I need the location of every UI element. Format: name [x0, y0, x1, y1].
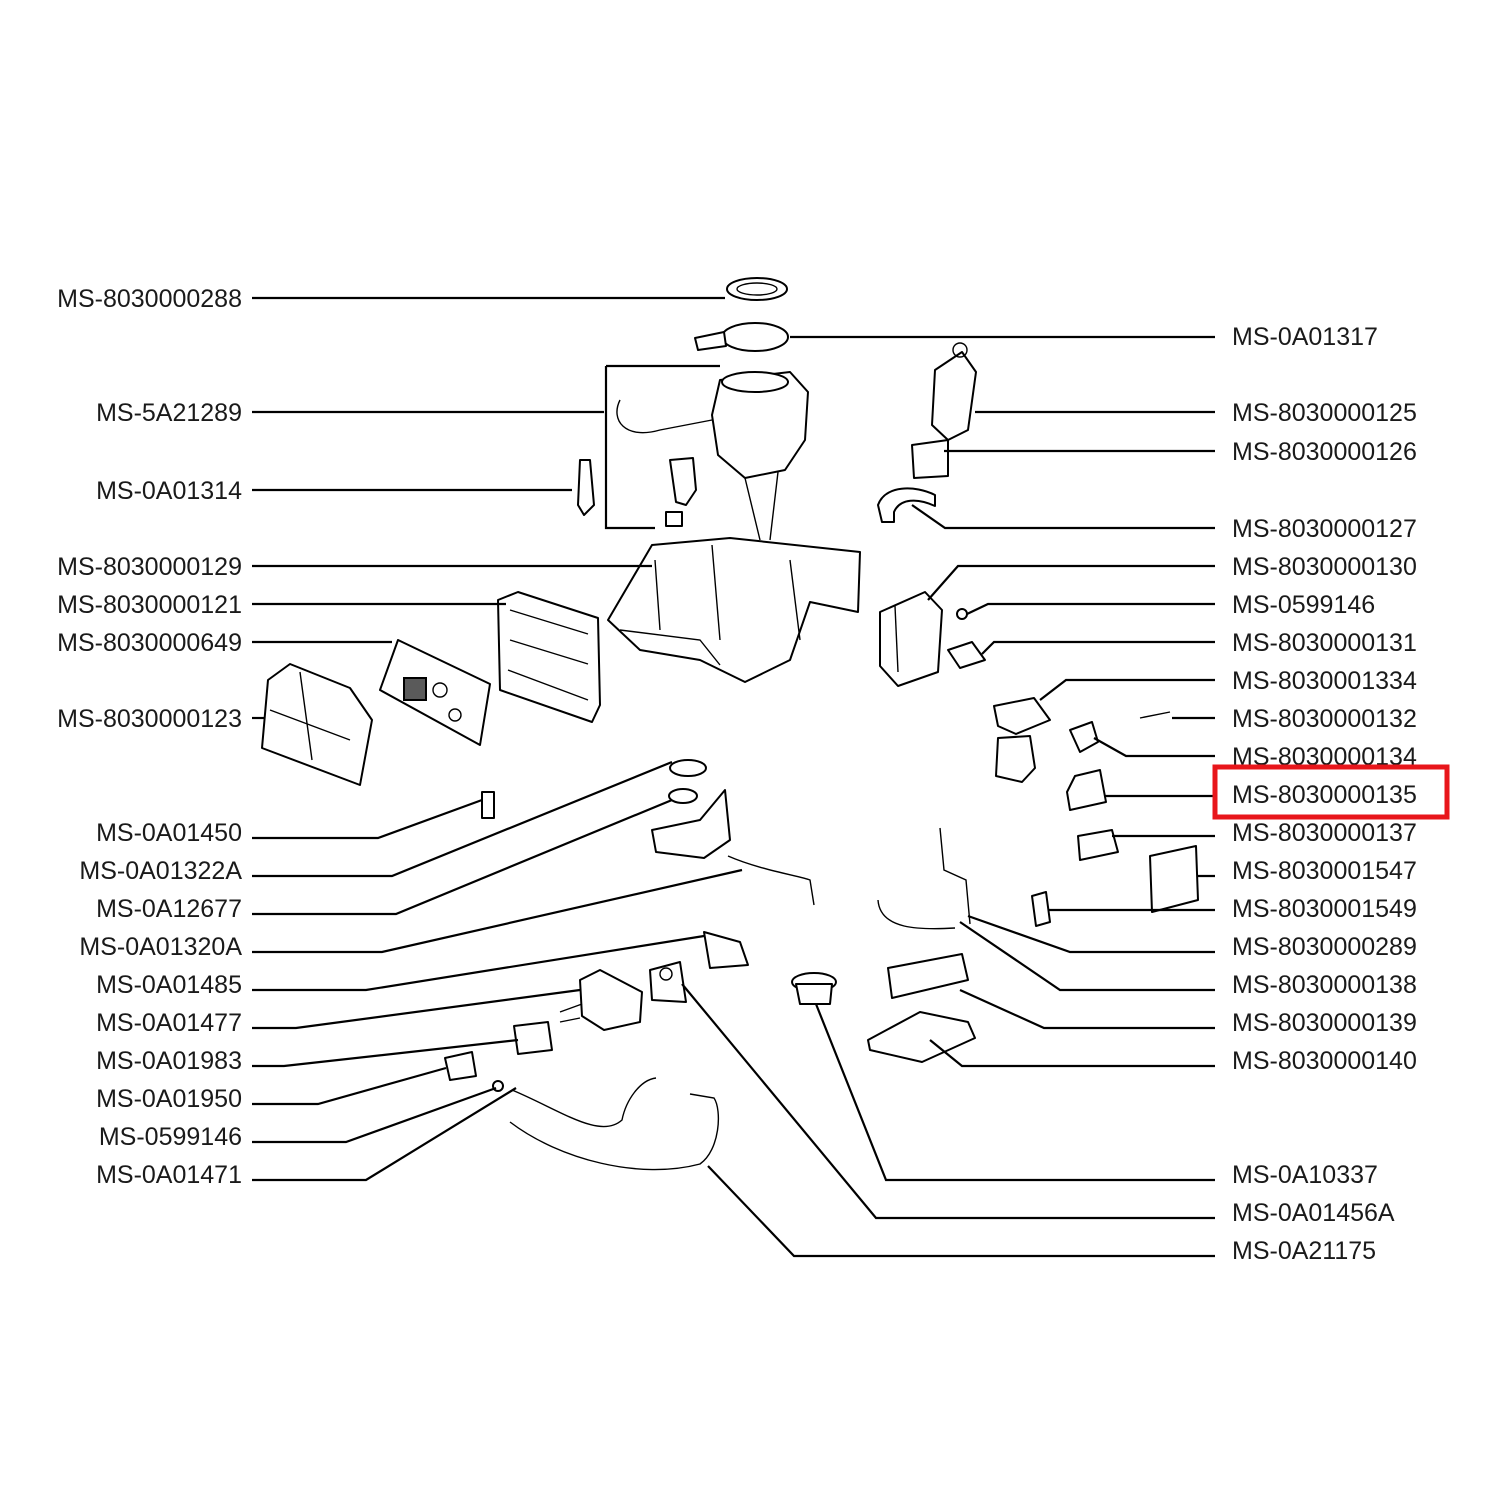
- part-label: MS-0A01477: [96, 1009, 242, 1037]
- part-label: MS-0A12677: [96, 895, 242, 923]
- part-label: MS-8030000126: [1232, 438, 1417, 466]
- part-label: MS-0A01317: [1232, 323, 1378, 351]
- part-label: MS-0A10337: [1232, 1161, 1378, 1189]
- part-label: MS-0A01485: [96, 971, 242, 999]
- part-label: MS-0A01471: [96, 1161, 242, 1189]
- part-label: MS-8030000649: [57, 629, 242, 657]
- part-label: MS-8030000125: [1232, 399, 1417, 427]
- part-label: MS-8030000132: [1232, 705, 1417, 733]
- part-label: MS-0599146: [99, 1123, 242, 1151]
- highlight-box: [1212, 764, 1450, 820]
- part-label: MS-0A01456A: [1232, 1199, 1395, 1227]
- part-label: MS-8030000140: [1232, 1047, 1417, 1075]
- part-label: MS-8030000289: [1232, 933, 1417, 961]
- part-label: MS-8030001547: [1232, 857, 1417, 885]
- part-label: MS-8030000121: [57, 591, 242, 619]
- part-label: MS-5A21289: [96, 399, 242, 427]
- highlighted-part-label: MS-8030000135: [1232, 781, 1417, 809]
- leader-lines: [252, 296, 1215, 1258]
- part-label: MS-0A01950: [96, 1085, 242, 1113]
- part-label: MS-0A01450: [96, 819, 242, 847]
- part-label: MS-0599146: [1232, 591, 1375, 619]
- part-label: MS-8030000138: [1232, 971, 1417, 999]
- part-label: MS-8030000131: [1232, 629, 1417, 657]
- part-label: MS-8030000123: [57, 705, 242, 733]
- part-label: MS-8030001549: [1232, 895, 1417, 923]
- part-label: MS-8030000130: [1232, 553, 1417, 581]
- right-labels: MS-0A01317 MS-8030000125 MS-8030000126 M…: [1232, 323, 1417, 1265]
- part-label: MS-8030000137: [1232, 819, 1417, 847]
- part-label: MS-8030000288: [57, 285, 242, 313]
- part-label: MS-8030001334: [1232, 667, 1417, 695]
- part-label: MS-8030000127: [1232, 515, 1417, 543]
- part-label: MS-8030000139: [1232, 1009, 1417, 1037]
- part-label: MS-0A01320A: [79, 933, 242, 961]
- part-drawings: [261, 277, 1199, 1171]
- part-label: MS-0A01983: [96, 1047, 242, 1075]
- left-labels: MS-8030000288 MS-5A21289 MS-0A01314 MS-8…: [57, 285, 242, 1189]
- part-label: MS-0A21175: [1232, 1237, 1376, 1265]
- part-label: MS-8030000129: [57, 553, 242, 581]
- part-label: MS-0A01322A: [79, 857, 242, 885]
- part-label: MS-0A01314: [96, 477, 242, 505]
